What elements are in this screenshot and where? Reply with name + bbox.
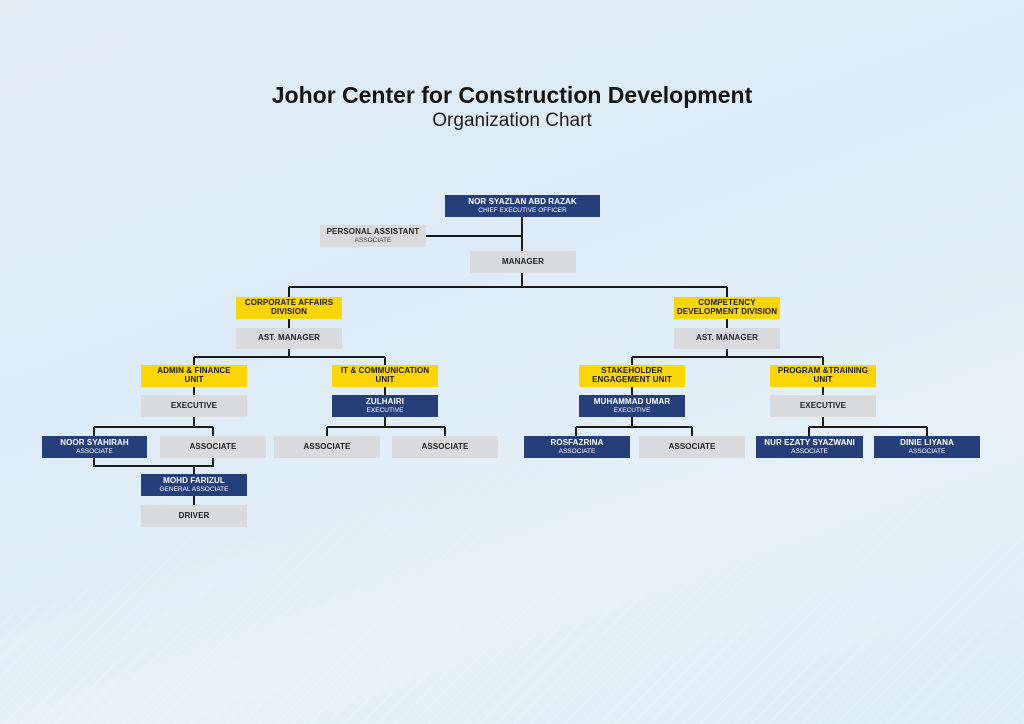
connector-assoc-mohd [93, 458, 214, 474]
node-exec-admin-name: EXECUTIVE [170, 400, 218, 410]
node-dinie-role: ASSOCIATE [908, 447, 946, 455]
node-muhammad-name: MUHAMMAD UMAR [593, 396, 671, 406]
node-ceo-name: NOR SYAZLAN ABD RAZAK [468, 196, 577, 206]
node-stake-line2: ENGAGEMENT UNIT [592, 375, 672, 384]
node-driver-name: DRIVER [178, 510, 210, 520]
node-personal-assistant: PERSONAL ASSISTANT ASSOCIATE [320, 225, 426, 247]
node-executive-program: EXECUTIVE [770, 395, 876, 417]
node-muhammad-umar: MUHAMMAD UMAR EXECUTIVE [579, 395, 685, 417]
node-prog-line1: PROGRAM &TRAINING [777, 366, 869, 376]
node-muhammad-role: EXECUTIVE [613, 406, 651, 414]
node-ast-right-name: AST. MANAGER [695, 333, 759, 343]
node-it-line2: UNIT [375, 375, 395, 384]
node-dinie-name: DINIE LIYANA [900, 437, 954, 447]
node-mohd-farizul: MOHD FARIZUL GENERAL ASSOCIATE [141, 474, 247, 496]
node-mohd-name: MOHD FARIZUL [163, 475, 225, 485]
node-executive-admin: EXECUTIVE [141, 395, 247, 417]
node-corp-line2: DIVISION [271, 307, 307, 316]
connector-ast-units-left [193, 349, 386, 365]
node-associate-it-1: ASSOCIATE [274, 436, 380, 458]
node-it-line1: IT & COMMUNICATION [340, 366, 430, 376]
node-assoc-stake-name: ASSOCIATE [668, 441, 716, 451]
node-noor-role: ASSOCIATE [76, 447, 113, 455]
chart-title: Johor Center for Construction Developmen… [271, 82, 753, 108]
connector-ast-units-right [631, 349, 824, 365]
node-rosfazrina-name: ROSFAZRINA [550, 437, 604, 447]
node-comp-line1: COMPETENCY [698, 298, 756, 308]
node-rosfazrina: ROSFAZRINA ASSOCIATE [524, 436, 630, 458]
node-program-training: PROGRAM &TRAINING UNIT [770, 365, 876, 387]
node-ast-manager-left: AST. MANAGER [236, 328, 342, 349]
node-noor-syahirah: NOOR SYAHIRAH ASSOCIATE [42, 436, 147, 458]
node-ast-manager-right: AST. MANAGER [674, 328, 780, 349]
node-pa-role: ASSOCIATE [354, 236, 392, 244]
node-nur-ezaty: NUR EZATY SYAZWANI ASSOCIATE [756, 436, 863, 458]
node-noor-name: NOOR SYAHIRAH [60, 437, 129, 447]
connector-stake-assoc [575, 417, 693, 436]
node-associate-admin: ASSOCIATE [160, 436, 266, 458]
node-assoc-it2-name: ASSOCIATE [421, 441, 469, 451]
node-nur-role: ASSOCIATE [791, 447, 828, 455]
connector-admin-assoc [93, 417, 214, 436]
chart-subtitle: Organization Chart [432, 110, 592, 131]
node-dinie-liyana: DINIE LIYANA ASSOCIATE [874, 436, 980, 458]
node-assoc-it1-name: ASSOCIATE [303, 441, 351, 451]
node-driver: DRIVER [141, 505, 247, 527]
node-manager: MANAGER [470, 251, 576, 273]
node-manager-name: MANAGER [501, 256, 545, 266]
node-corporate-affairs: CORPORATE AFFAIRS DIVISION [236, 297, 342, 319]
node-ceo: NOR SYAZLAN ABD RAZAK CHIEF EXECUTIVE OF… [445, 195, 600, 217]
node-corp-line1: CORPORATE AFFAIRS [244, 298, 334, 308]
node-competency: COMPETENCY DEVELOPMENT DIVISION [674, 297, 780, 319]
node-mohd-role: GENERAL ASSOCIATE [159, 485, 229, 493]
node-exec-prog-name: EXECUTIVE [799, 400, 847, 410]
connector-manager-divisions [288, 273, 728, 297]
node-admin-line1: ADMIN & FINANCE [157, 366, 231, 376]
connector-it-assoc [326, 417, 446, 436]
node-it-communication: IT & COMMUNICATION UNIT [332, 365, 438, 387]
node-nur-name: NUR EZATY SYAZWANI [764, 437, 855, 447]
node-zulhairi-name: ZULHAIRI [365, 396, 405, 406]
node-zulhairi: ZULHAIRI EXECUTIVE [332, 395, 438, 417]
node-stakeholder: STAKEHOLDER ENGAGEMENT UNIT [579, 365, 685, 387]
node-zulhairi-role: EXECUTIVE [366, 406, 404, 414]
node-admin-line2: UNIT [184, 375, 204, 384]
node-stake-line1: STAKEHOLDER [601, 366, 663, 376]
node-assoc-admin-name: ASSOCIATE [189, 441, 237, 451]
node-ast-left-name: AST. MANAGER [257, 333, 321, 343]
node-admin-finance: ADMIN & FINANCE UNIT [141, 365, 247, 387]
node-prog-line2: UNIT [813, 375, 833, 384]
node-associate-stakeholder: ASSOCIATE [639, 436, 745, 458]
node-rosfazrina-role: ASSOCIATE [558, 447, 596, 455]
connector-prog-assoc [808, 417, 928, 436]
node-ceo-role: CHIEF EXECUTIVE OFFICER [478, 206, 567, 214]
node-comp-line2: DEVELOPMENT DIVISION [676, 307, 778, 316]
node-associate-it-2: ASSOCIATE [392, 436, 498, 458]
node-pa-name: PERSONAL ASSISTANT [326, 226, 420, 236]
